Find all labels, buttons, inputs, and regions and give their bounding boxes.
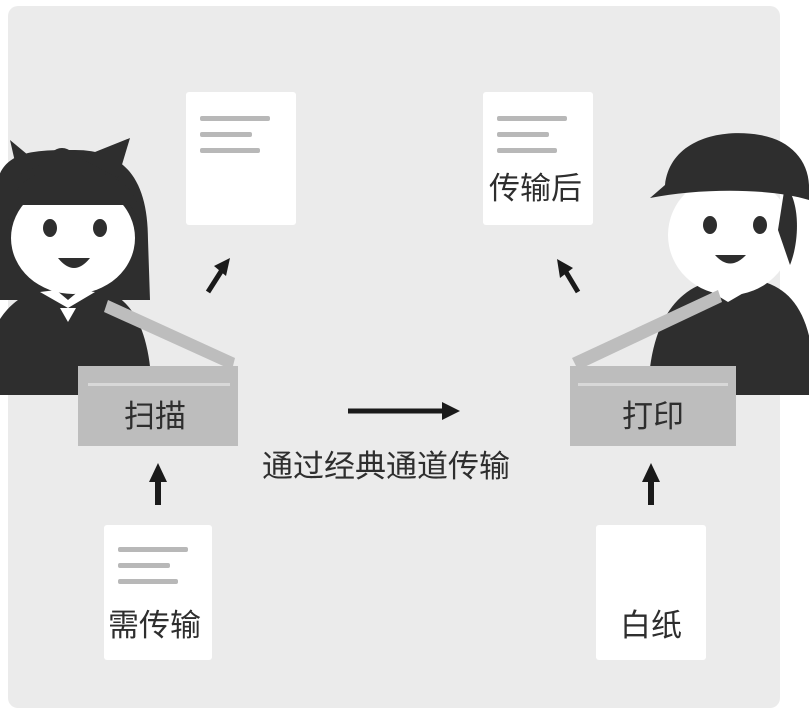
receiver-person: [648, 133, 809, 395]
text-line: [497, 148, 557, 153]
text-line: [118, 563, 170, 568]
text-line: [497, 116, 567, 121]
text-line: [118, 547, 188, 552]
sender-person: [0, 138, 152, 395]
arrow-to-received-doc: [557, 259, 581, 294]
source-document: 需传输: [104, 525, 212, 660]
text-line: [200, 116, 270, 121]
received-doc-label: 传输后: [489, 171, 582, 207]
arrow-to-scanned-doc: [205, 258, 230, 294]
text-line: [200, 132, 252, 137]
text-line: [200, 148, 260, 153]
text-line: [497, 132, 549, 137]
arrow-doc-to-scanner: [149, 463, 167, 505]
text-line: [118, 579, 178, 584]
channel-arrow: [348, 402, 460, 420]
blank-paper: 白纸: [596, 525, 706, 660]
source-doc-label: 需传输: [108, 608, 201, 644]
channel-label: 通过经典通道传输: [262, 449, 510, 485]
blank-paper-label: 白纸: [620, 608, 682, 644]
received-document: 传输后: [483, 92, 593, 225]
scanner-machine: [78, 300, 238, 446]
printer-label: 打印: [622, 399, 684, 435]
scanned-document: [186, 92, 296, 225]
scanner-label: 扫描: [124, 399, 186, 435]
arrow-paper-to-printer: [642, 463, 660, 505]
printer-machine: [570, 290, 736, 446]
